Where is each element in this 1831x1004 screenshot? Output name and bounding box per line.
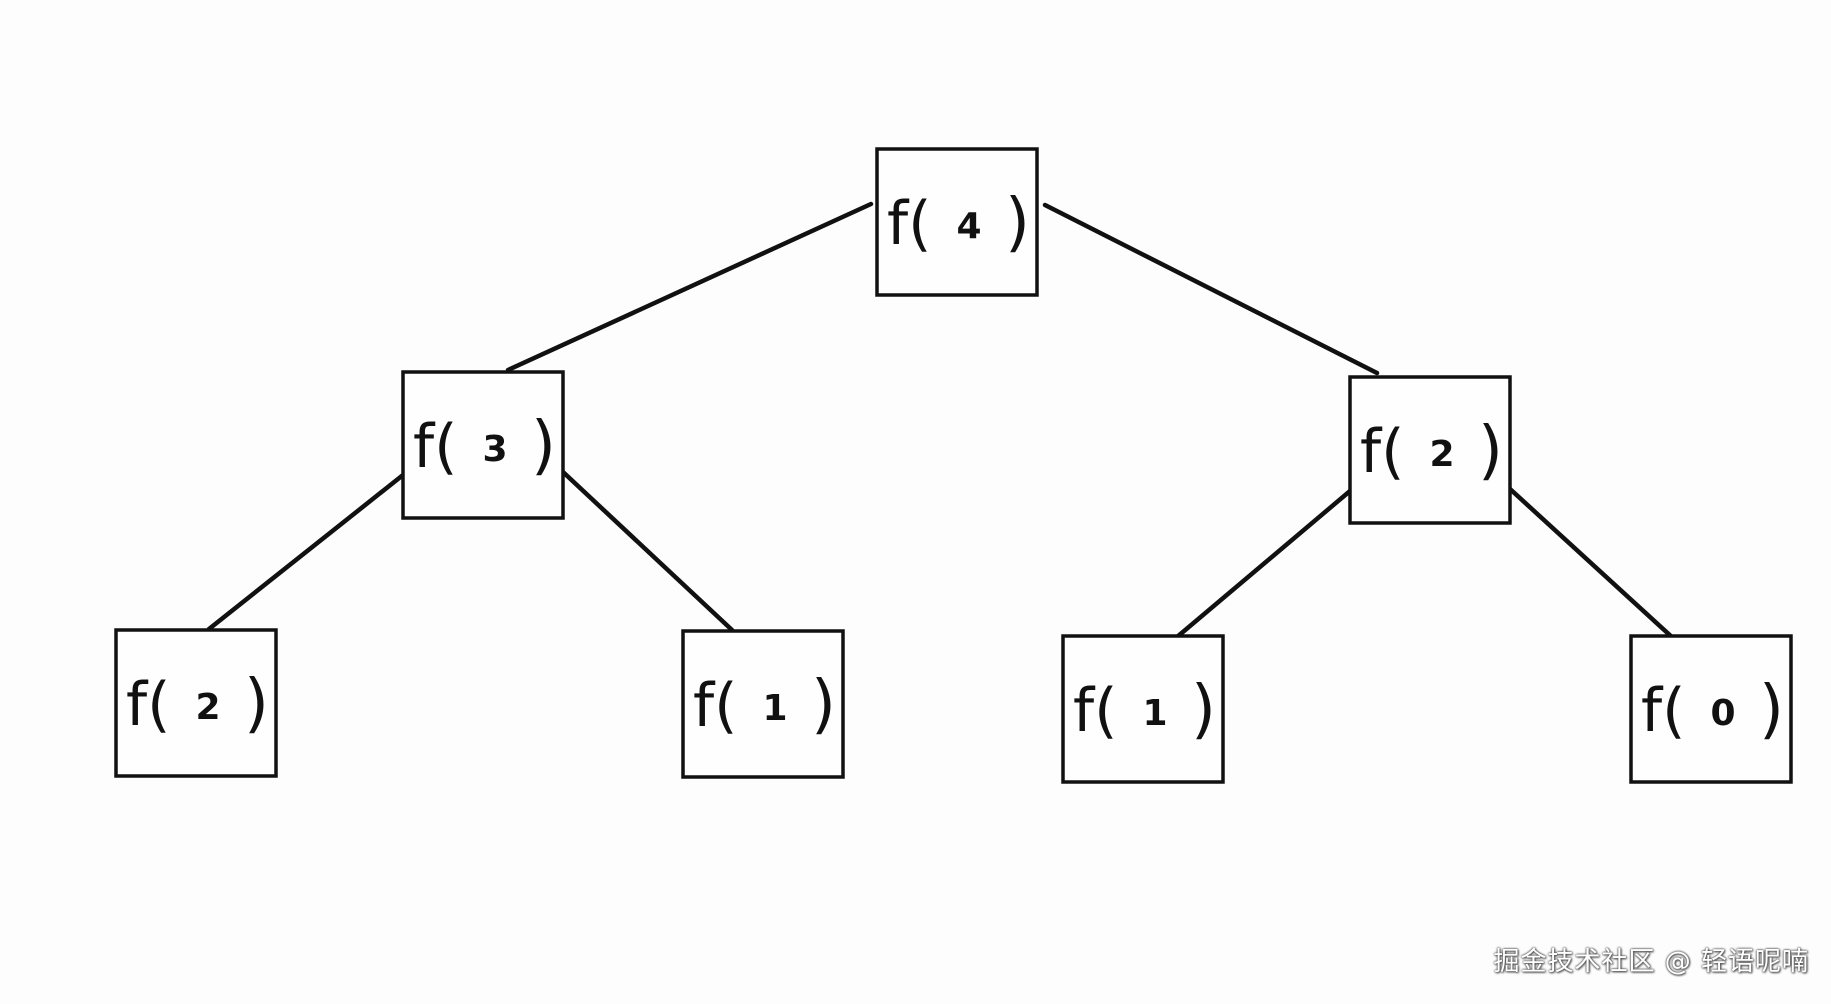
node-close-paren: )	[244, 667, 269, 741]
node-n4: f( 4)	[875, 147, 1039, 297]
node-argument: 1	[762, 688, 787, 729]
node-close-paren: )	[811, 668, 836, 742]
node-n0: f( 0)	[1629, 634, 1793, 784]
node-n1b: f( 1)	[1061, 634, 1225, 784]
nodes-layer: f( 4) f( 3) f( 2) f( 2) f( 1) f( 1) f( 0)	[114, 147, 1793, 784]
edges-layer	[206, 201, 1676, 641]
node-box	[1348, 375, 1512, 525]
edge-n3-to-n1a	[560, 469, 735, 633]
watermark-text: 掘金技术社区 @ 轻语呢喃	[1493, 947, 1809, 977]
node-close-paren: )	[1191, 673, 1216, 747]
node-close-paren: )	[1759, 673, 1784, 747]
node-box	[681, 629, 845, 779]
node-box	[1629, 634, 1793, 784]
node-function-label: f(	[1360, 417, 1405, 487]
node-n2b: f( 2)	[1348, 375, 1512, 525]
edge-n3-to-n2a	[206, 472, 406, 632]
node-box	[114, 628, 278, 778]
node-function-label: f(	[413, 412, 458, 482]
node-box	[875, 147, 1039, 297]
node-function-label: f(	[693, 671, 738, 741]
node-n1a: f( 1)	[681, 629, 845, 779]
node-box	[1061, 634, 1225, 784]
node-function-label: f(	[887, 189, 932, 259]
node-close-paren: )	[1478, 414, 1503, 488]
node-argument: 0	[1710, 693, 1735, 734]
node-n2a: f( 2)	[114, 628, 278, 778]
edge-n4-to-n3	[505, 201, 874, 373]
edge-n2b-to-n1b	[1174, 488, 1353, 640]
node-box	[401, 370, 565, 520]
node-argument: 3	[482, 429, 507, 470]
node-close-paren: )	[1005, 186, 1030, 260]
node-argument: 1	[1142, 693, 1167, 734]
node-argument: 2	[1429, 434, 1454, 475]
node-n3: f( 3)	[401, 370, 565, 520]
node-argument: 4	[956, 206, 981, 247]
node-function-label: f(	[126, 670, 171, 740]
node-close-paren: )	[531, 409, 556, 483]
edge-n2b-to-n0	[1507, 486, 1676, 641]
node-argument: 2	[195, 687, 220, 728]
node-function-label: f(	[1641, 676, 1686, 746]
node-function-label: f(	[1073, 676, 1118, 746]
edge-n4-to-n2b	[1042, 202, 1380, 376]
